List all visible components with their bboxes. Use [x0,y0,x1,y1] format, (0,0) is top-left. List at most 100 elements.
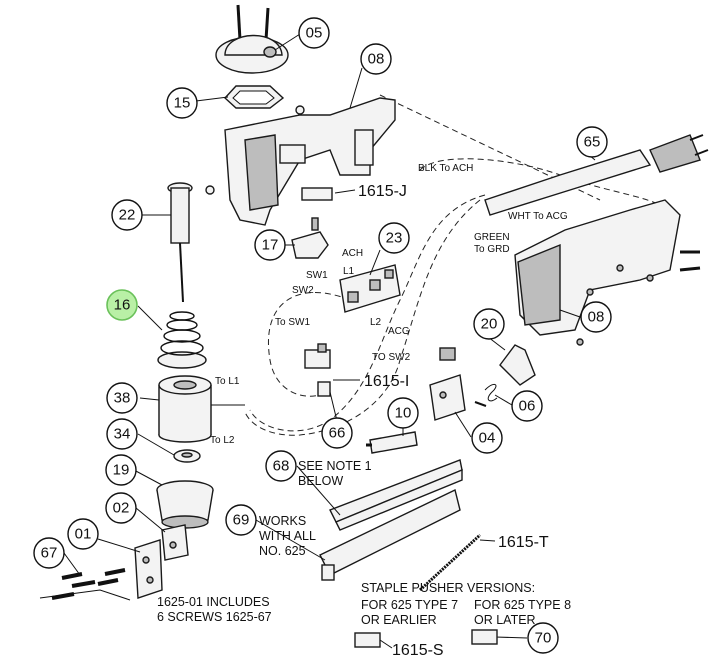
svg-text:02: 02 [113,500,130,517]
svg-text:08: 08 [368,51,385,68]
callout-34[interactable]: 34 [106,418,138,450]
note-01-line1: 1625-01 INCLUDES [157,595,270,609]
label-1615-j: 1615-J [358,183,407,200]
coil-part-38 [158,375,245,443]
plunger-part-22 [167,182,193,303]
svg-text:66: 66 [329,425,346,442]
block-part-04 [429,347,466,421]
label-sw1: SW1 [306,270,328,281]
note-69-line2: WITH ALL [259,529,316,543]
callout-69[interactable]: 69 [225,504,257,536]
note-68-line2: BELOW [298,474,343,488]
callout-01[interactable]: 01 [67,518,99,550]
callout-17[interactable]: 17 [254,229,286,261]
callout-68[interactable]: 68 [265,450,297,482]
label-to-sw1: To SW1 [275,317,310,328]
label-to-grd: To GRD [474,244,510,255]
cord-part-65 [484,134,709,216]
callout-02[interactable]: 02 [105,492,137,524]
bracket-part-02 [161,524,189,561]
callout-04[interactable]: 04 [471,422,503,454]
callout-19[interactable]: 19 [105,454,137,486]
label-to-l1: To L1 [215,376,240,387]
callout-08-lower[interactable]: 08 [580,301,612,333]
pusher-left-line2: OR EARLIER [361,613,437,627]
callout-38[interactable]: 38 [106,382,138,414]
label-green: GREEN [474,232,510,243]
label-1615-s: 1615-S [392,642,444,659]
svg-text:23: 23 [386,230,403,247]
svg-text:68: 68 [273,458,290,475]
pin-part-10 [366,431,418,454]
clamp-part-17 [291,217,329,259]
svg-text:05: 05 [306,25,323,42]
svg-text:08: 08 [588,309,605,326]
note-69-line1: WORKS [259,514,306,528]
svg-text:70: 70 [535,630,552,647]
label-1615-i: 1615-I [364,373,409,390]
callout-66[interactable]: 66 [321,417,353,449]
svg-text:22: 22 [119,207,136,224]
screws-part-67 [39,568,131,601]
callout-20[interactable]: 20 [473,308,505,340]
pusher-part-1615-s [354,632,381,648]
callout-10[interactable]: 10 [387,397,419,429]
note-69-line3: NO. 625 [259,544,306,558]
label-sw2: SW2 [292,285,314,296]
svg-text:38: 38 [114,390,131,407]
svg-text:06: 06 [519,398,536,415]
svg-text:69: 69 [233,512,250,529]
callout-15[interactable]: 15 [166,87,198,119]
board-part-23 [339,264,401,313]
svg-text:20: 20 [481,316,498,333]
switch-part-1615-i [304,343,331,397]
pusher-right-line1: FOR 625 TYPE 8 [474,598,571,612]
callout-65[interactable]: 65 [576,126,608,158]
label-ach: ACH [342,248,363,259]
svg-text:19: 19 [113,462,130,479]
callout-08-upper[interactable]: 08 [360,43,392,75]
washer-part-34 [173,449,201,463]
pusher-versions-title: STAPLE PUSHER VERSIONS: [361,581,535,595]
label-blk-to-ach: BLK To ACH [418,163,473,174]
label-l2: L2 [370,317,382,328]
svg-text:65: 65 [584,134,601,151]
svg-text:17: 17 [262,237,279,254]
callout-22[interactable]: 22 [111,199,143,231]
housing-part-08-lower [514,199,701,346]
magazine-part-68 [329,459,463,531]
svg-text:10: 10 [395,405,412,422]
pusher-right-line2: OR LATER [474,613,536,627]
svg-text:67: 67 [41,545,58,562]
callout-23[interactable]: 23 [378,222,410,254]
spring-part-06 [474,383,498,407]
spring-part-1615-t [418,533,482,592]
plate-part-01 [134,539,163,599]
svg-text:01: 01 [75,526,92,543]
label-1615-t: 1615-T [498,534,549,551]
callout-06[interactable]: 06 [511,390,543,422]
pusher-part-70 [471,629,498,645]
latch-part-20 [499,344,536,386]
track-part-69 [319,488,461,581]
callout-16[interactable]: 16 [106,289,138,321]
note-01-line2: 6 SCREWS 1625-67 [157,610,272,624]
spring-part-16 [157,311,207,369]
pusher-left-line1: FOR 625 TYPE 7 [361,598,458,612]
svg-text:04: 04 [479,430,496,447]
clip-part-1615-j [301,187,333,201]
callout-67[interactable]: 67 [33,537,65,569]
label-acg: ACG [388,326,410,337]
leader-lines [63,33,596,649]
svg-text:16: 16 [114,297,131,314]
svg-text:34: 34 [114,426,131,443]
label-to-sw2: TO SW2 [372,352,411,363]
callout-70[interactable]: 70 [527,622,559,654]
label-to-l2: To L2 [210,435,235,446]
gasket-part-15 [224,85,305,115]
cup-part-19 [156,480,214,529]
callout-05[interactable]: 05 [298,17,330,49]
note-68-line1: SEE NOTE 1 [298,459,372,473]
svg-text:15: 15 [174,95,191,112]
